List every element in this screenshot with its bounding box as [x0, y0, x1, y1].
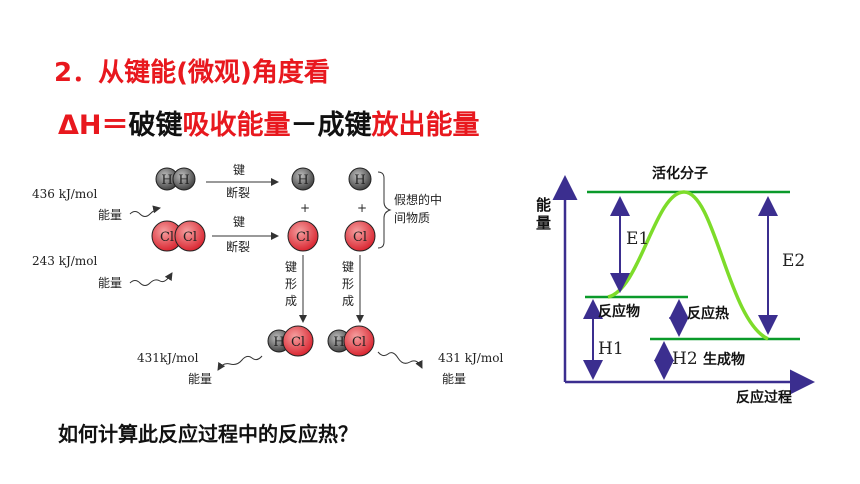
e2-label: E2 [782, 251, 805, 271]
atom-label: Cl [183, 230, 197, 245]
clcl-molecule: Cl Cl [151, 220, 206, 252]
break-bond-text: 破键 [128, 110, 183, 141]
svg-text:Cl: Cl [352, 335, 366, 350]
svg-text:+: + [300, 201, 310, 215]
separated-atoms: H + Cl H + Cl [287, 167, 376, 252]
clcl-bond-energy: 243 kJ/mol [32, 254, 97, 268]
svg-text:成: 成 [342, 294, 354, 308]
svg-text:Cl: Cl [296, 230, 310, 245]
atom-label: Cl [160, 230, 174, 245]
y-axis-label: 量 [536, 214, 551, 232]
intermediate-label: 间物质 [394, 211, 430, 225]
svg-text:H: H [354, 173, 365, 188]
energy-label: 能量 [188, 372, 212, 386]
energy-profile-diagram: 能 量 反应过程 活化分子 E1 E2 反应物 反应热 H1 H2 生成物 [536, 165, 815, 406]
bond-break-label: 键 [233, 163, 245, 177]
bond-break-label: 键 [233, 215, 245, 229]
minus-sign: － [290, 110, 318, 141]
svg-text:Cl: Cl [291, 335, 305, 350]
atom-label: H [178, 173, 189, 188]
form-bond-text: 成键 [317, 110, 372, 141]
heat-label: 反应热 [687, 305, 729, 322]
x-axis-label: 反应过程 [736, 389, 792, 406]
hcl-molecule: H Cl [267, 325, 314, 357]
hcl-bond-energy: 431 kJ/mol [438, 351, 503, 365]
bond-energy-diagram: H H Cl Cl 436 kJ/mol 能量 243 kJ/mol 能量 键 … [32, 163, 503, 386]
activated-molecule-label: 活化分子 [652, 165, 708, 182]
reaction-curve [607, 190, 769, 341]
equals-sign: ＝ [101, 110, 129, 141]
svg-text:成: 成 [285, 294, 297, 308]
e1-label: E1 [626, 229, 649, 249]
svg-text:H: H [333, 335, 344, 350]
svg-text:形: 形 [285, 277, 297, 291]
svg-text:H: H [273, 335, 284, 350]
bond-break-label: 断裂 [226, 239, 250, 254]
svg-text:形: 形 [342, 277, 354, 291]
energy-wavy-arrow [217, 355, 263, 371]
hcl-bond-energy: 431kJ/mol [137, 351, 199, 365]
energy-wavy-arrow [377, 351, 423, 369]
svg-text:Cl: Cl [353, 230, 367, 245]
bond-break-label: 断裂 [226, 185, 250, 200]
reactant-label: 反应物 [598, 303, 640, 320]
h1-label: H1 [598, 339, 624, 359]
section-heading: 2．从键能(微观)角度看 [54, 58, 330, 88]
intermediate-brace [377, 171, 392, 249]
absorb-energy-text: 吸收能量 [182, 110, 291, 141]
question-text: 如何计算此反应过程中的反应热？ [58, 422, 358, 446]
hh-bond-energy: 436 kJ/mol [32, 187, 97, 201]
energy-label: 能量 [442, 372, 466, 386]
svg-text:+: + [357, 201, 367, 215]
energy-wavy-arrow [129, 205, 161, 217]
hcl-molecule: H Cl [327, 325, 375, 357]
product-label: 生成物 [703, 351, 745, 368]
atom-label: H [161, 173, 172, 188]
energy-wavy-arrow [129, 272, 173, 286]
release-energy-text: 放出能量 [371, 110, 480, 141]
svg-text:键: 键 [342, 260, 354, 274]
intermediate-label: 假想的中 [394, 192, 442, 207]
y-axis-label: 能 [536, 196, 551, 214]
formula-line: ΔH＝破键吸收能量－成键放出能量 [58, 103, 480, 142]
hh-molecule: H H [155, 167, 196, 191]
svg-text:H: H [297, 173, 308, 188]
svg-text:键: 键 [285, 260, 297, 274]
energy-label: 能量 [98, 276, 122, 290]
h2-label: H2 [672, 349, 698, 369]
energy-label: 能量 [98, 208, 122, 222]
delta-h-symbol: ΔH [58, 110, 102, 141]
